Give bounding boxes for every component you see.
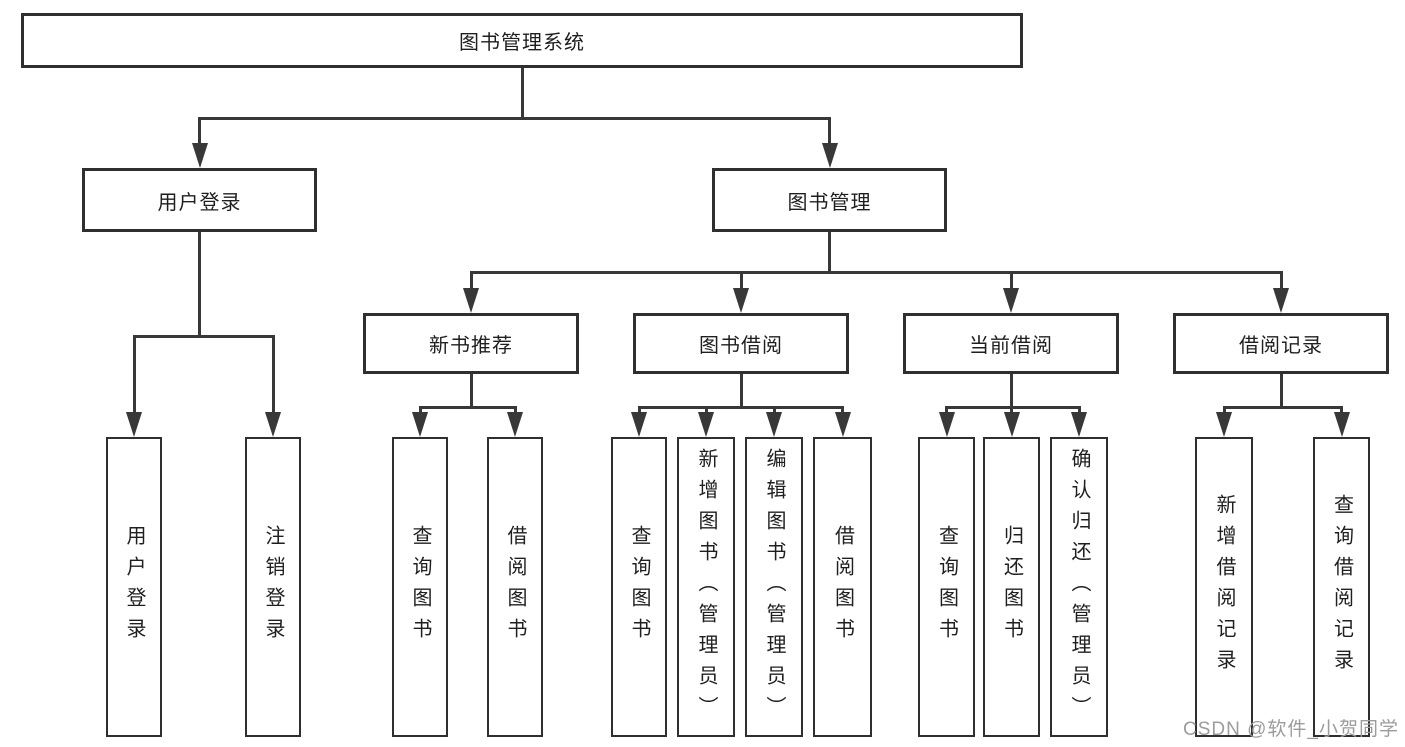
node-label: 借阅图书	[504, 525, 526, 649]
arrowhead-down-icon	[1273, 288, 1289, 313]
node-current-borrow: 当前借阅	[903, 313, 1119, 374]
node-label: 借阅记录	[1239, 335, 1323, 357]
node-label: 编辑图书（管理员）	[763, 447, 785, 727]
connector-line	[469, 272, 473, 289]
node-book-management: 图书管理	[712, 168, 947, 232]
arrowhead-down-icon	[766, 412, 782, 437]
connector-line	[418, 407, 422, 413]
connector-line	[198, 118, 201, 144]
node-cb-query: 查询图书	[918, 437, 975, 737]
connector-line	[945, 407, 948, 413]
arrowhead-down-icon	[463, 288, 479, 313]
node-cb-return: 归还图书	[983, 437, 1040, 737]
arrowhead-down-icon	[698, 412, 714, 437]
arrowhead-down-icon	[191, 143, 208, 168]
connector-line	[637, 407, 641, 413]
node-label: 借阅图书	[831, 525, 854, 649]
connector-line	[704, 407, 708, 413]
node-borrow-records: 借阅记录	[1173, 313, 1389, 374]
csdn-watermark: CSDN @软件_小贺同学	[1183, 719, 1399, 740]
node-user-login: 用户登录	[82, 168, 317, 232]
arrowhead-down-icon	[1003, 412, 1020, 437]
arrowhead-down-icon	[507, 412, 523, 437]
node-new-book-recommend: 新书推荐	[363, 313, 579, 374]
arrowhead-down-icon	[631, 412, 647, 437]
connector-line	[520, 68, 524, 118]
node-bb-edit: 编辑图书（管理员）	[745, 437, 803, 737]
arrowhead-down-icon	[938, 412, 955, 437]
connector-line	[637, 405, 844, 409]
connector-line	[1222, 405, 1343, 409]
connector-line	[1009, 374, 1013, 407]
arrowhead-down-icon	[1333, 412, 1350, 437]
node-label: 图书管理系统	[459, 32, 585, 54]
connector-line	[1077, 407, 1081, 413]
arrowhead-down-icon	[265, 412, 281, 437]
node-label: 当前借阅	[969, 335, 1053, 357]
node-login-leaf: 用户登录	[106, 437, 162, 737]
node-label: 查询图书	[628, 525, 650, 649]
node-label: 用户登录	[157, 191, 242, 214]
node-bb-query: 查询图书	[611, 437, 667, 737]
node-br-add: 新增借阅记录	[1195, 437, 1253, 737]
arrowhead-down-icon	[834, 412, 851, 437]
node-cb-confirm: 确认归还（管理员）	[1050, 437, 1108, 737]
arrowhead-down-icon	[126, 412, 142, 437]
node-label: 新增图书（管理员）	[695, 447, 717, 727]
connector-line	[828, 118, 831, 144]
connector-line	[1279, 374, 1283, 407]
arrowhead-down-icon	[733, 288, 749, 313]
node-label: 新书推荐	[429, 335, 513, 357]
arrowhead-down-icon	[412, 412, 428, 437]
connector-line	[132, 334, 275, 338]
arrowhead-down-icon	[821, 143, 838, 168]
node-bb-borrow: 借阅图书	[813, 437, 872, 737]
node-label: 确认归还（管理员）	[1068, 447, 1090, 727]
node-nbr-borrow: 借阅图书	[487, 437, 543, 737]
node-label: 查询图书	[935, 525, 958, 649]
connector-line	[772, 407, 776, 413]
arrowhead-down-icon	[1003, 288, 1019, 313]
connector-line	[469, 270, 1283, 274]
connector-line	[198, 116, 831, 120]
connector-line	[828, 232, 831, 272]
node-nbr-query: 查询图书	[392, 437, 448, 737]
arrowhead-down-icon	[1216, 412, 1232, 437]
node-bb-add: 新增图书（管理员）	[677, 437, 735, 737]
node-label: 注销登录	[262, 525, 284, 649]
connector-line	[198, 232, 201, 336]
node-label: 归还图书	[1000, 525, 1023, 649]
connector-line	[1222, 407, 1226, 413]
connector-line	[513, 407, 517, 413]
node-root: 图书管理系统	[21, 13, 1023, 68]
connector-line	[469, 374, 473, 407]
node-logout-leaf: 注销登录	[245, 437, 301, 737]
connector-line	[739, 272, 743, 289]
connector-line	[739, 374, 743, 407]
connector-line	[132, 336, 136, 413]
node-label: 新增借阅记录	[1213, 494, 1235, 680]
connector-line	[1010, 407, 1013, 413]
node-book-borrow: 图书借阅	[633, 313, 849, 374]
connector-line	[1279, 272, 1283, 289]
arrowhead-down-icon	[1071, 412, 1087, 437]
node-label: 查询借阅记录	[1330, 494, 1353, 680]
node-label: 用户登录	[123, 525, 145, 649]
node-label: 图书管理	[787, 191, 872, 214]
connector-line	[418, 405, 517, 409]
connector-line	[1340, 407, 1343, 413]
connector-line	[271, 336, 275, 413]
connector-line	[841, 407, 844, 413]
connector-line	[1009, 272, 1013, 289]
node-label: 图书借阅	[699, 335, 783, 357]
node-label: 查询图书	[409, 525, 431, 649]
node-br-query: 查询借阅记录	[1313, 437, 1370, 737]
